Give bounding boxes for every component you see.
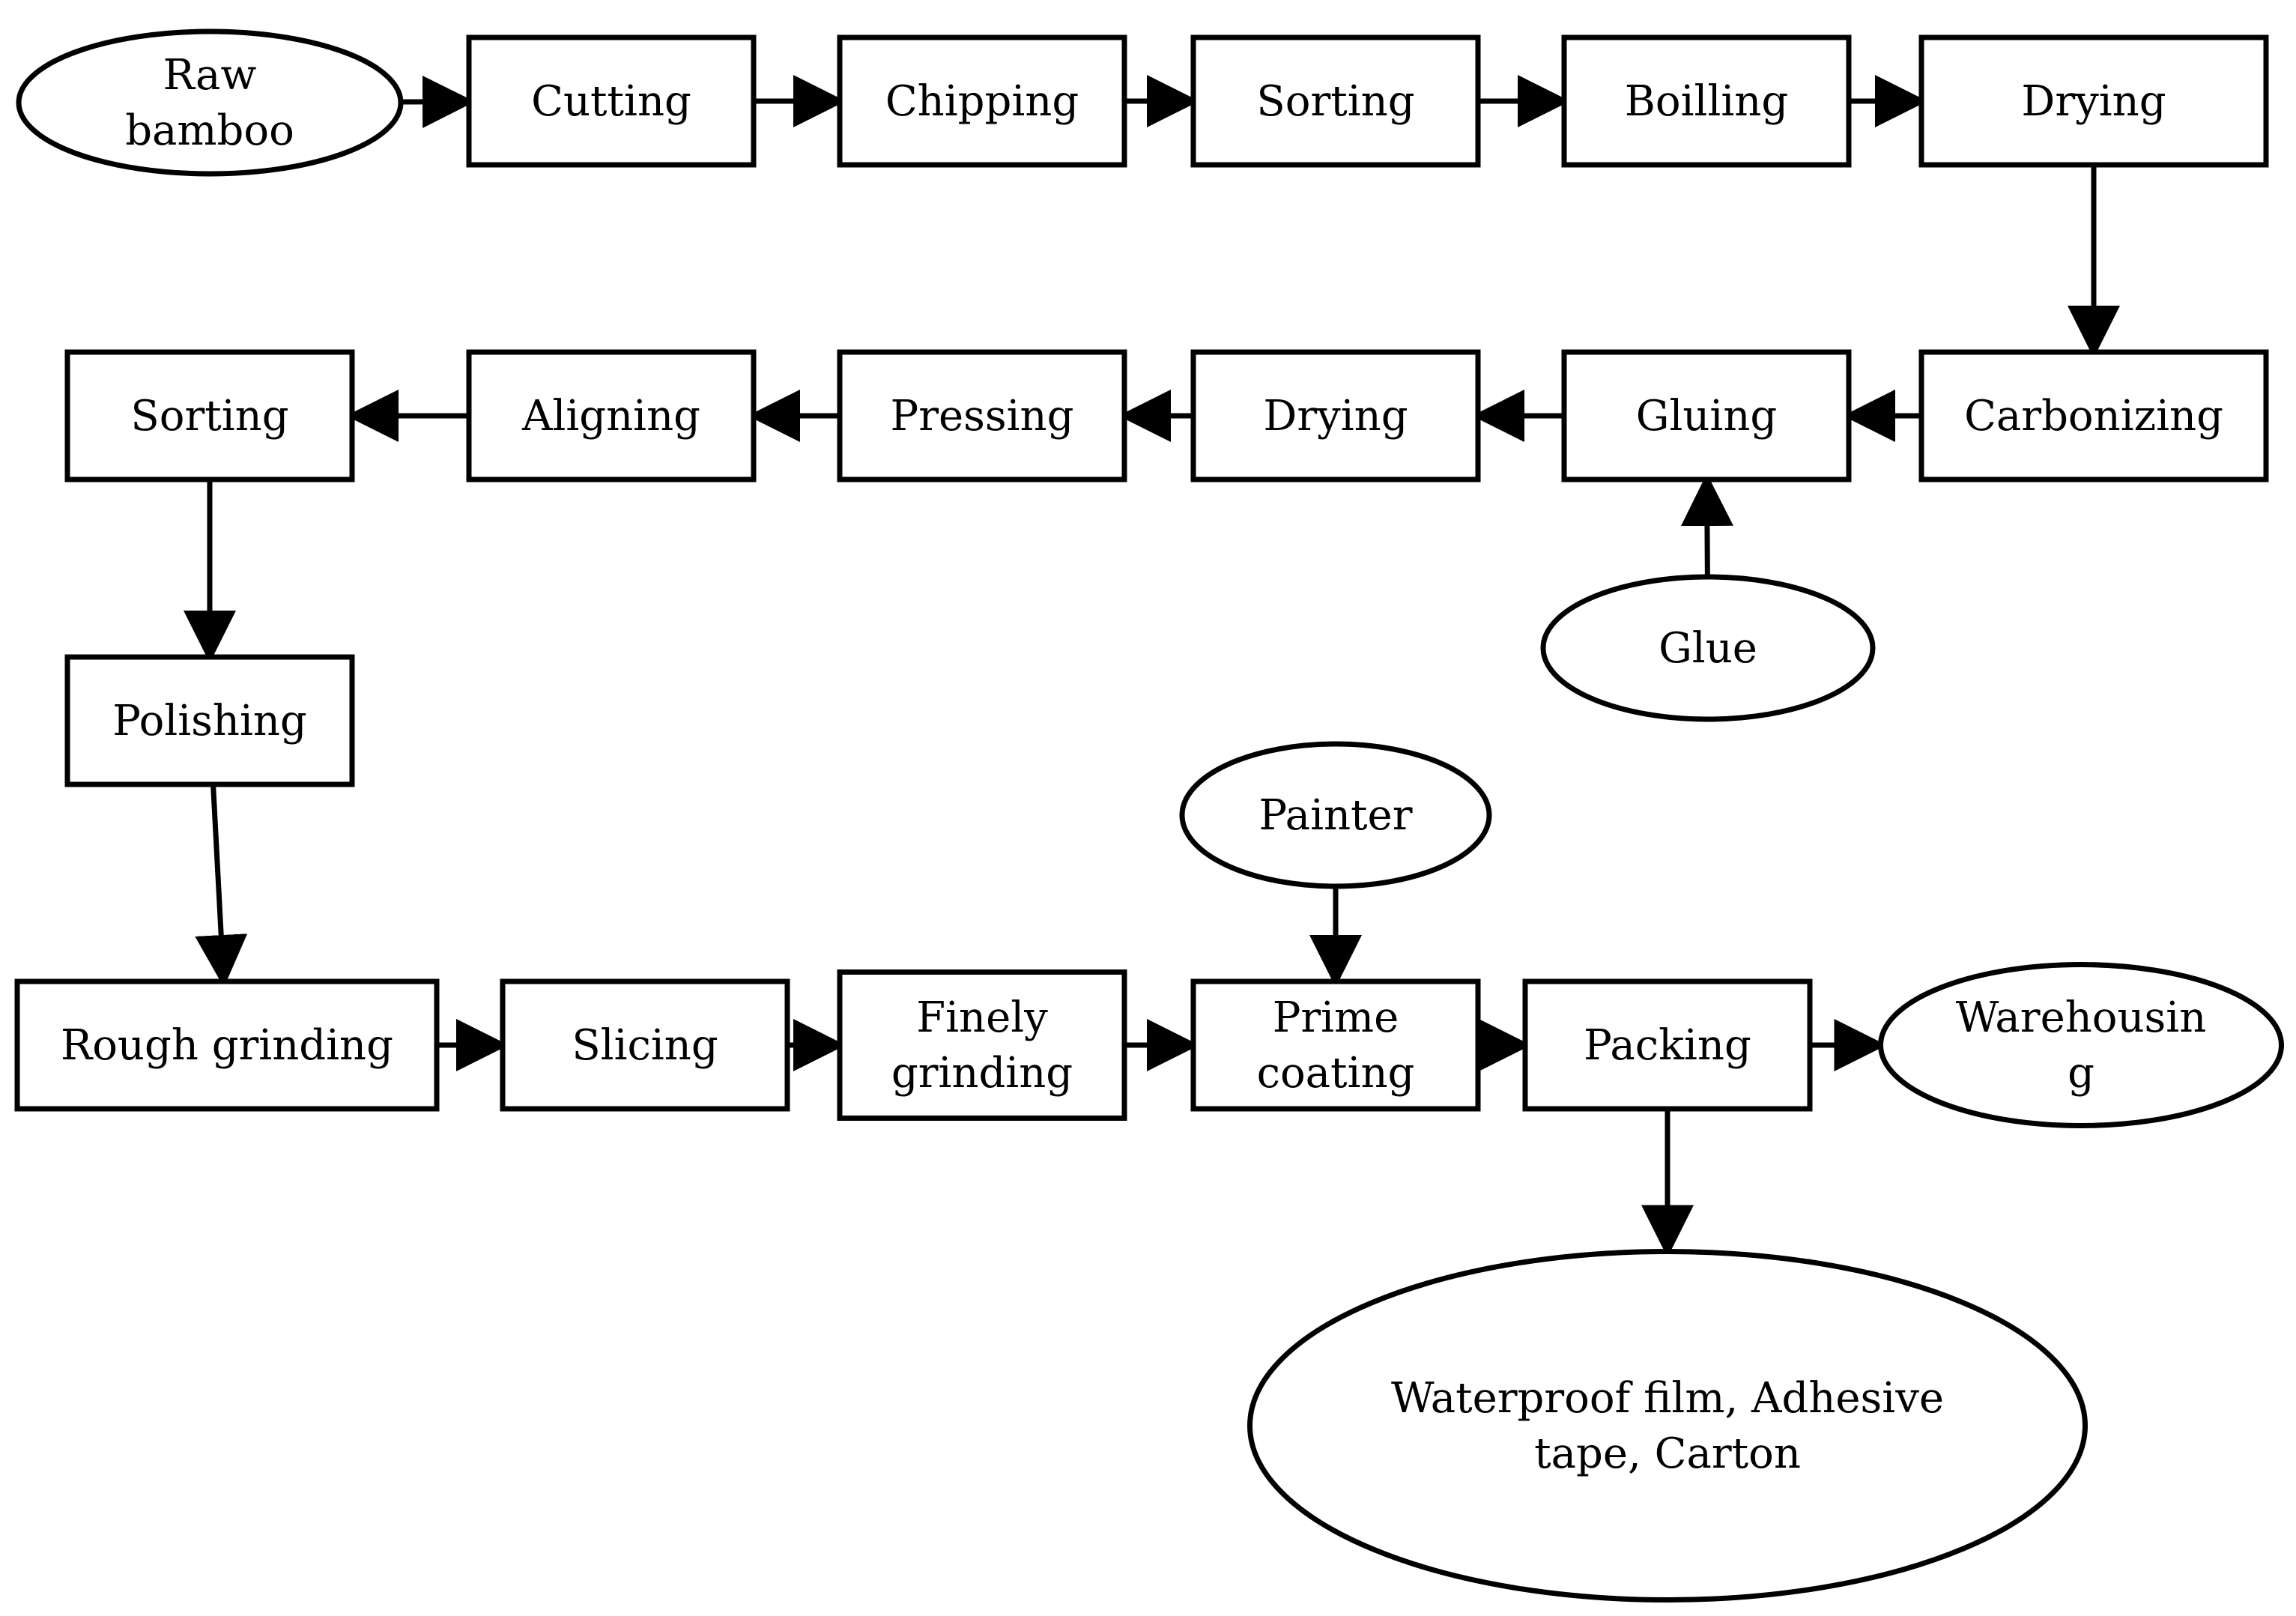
- node-label: Slicing: [572, 1021, 718, 1070]
- node-label: Packing: [1584, 1021, 1751, 1070]
- node-label: Warehousin: [1956, 993, 2207, 1042]
- node-box: [837, 969, 1127, 1121]
- node-label: Waterproof film, Adhesive: [1391, 1374, 1944, 1423]
- node-sorting-2: Sorting: [64, 349, 355, 482]
- node-label: Raw: [163, 51, 257, 100]
- node-materials: Waterproof film, Adhesive tape, Carton: [1247, 1249, 2088, 1603]
- node-slicing: Slicing: [500, 978, 790, 1112]
- node-box: [1561, 349, 1852, 482]
- node-box: [64, 349, 355, 482]
- node-prime-coating: Prime coating: [1190, 978, 1481, 1112]
- node-box: [1190, 349, 1481, 482]
- node-box: [1918, 349, 2269, 482]
- node-label: tape, Carton: [1534, 1429, 1801, 1478]
- node-aligning: Aligning: [466, 349, 757, 482]
- node-box: [1918, 34, 2269, 168]
- node-box: [466, 349, 757, 482]
- node-raw-bamboo: Raw bamboo: [16, 28, 404, 177]
- node-box: [466, 34, 757, 168]
- node-rough-grinding: Rough grinding: [14, 978, 440, 1112]
- arrow-glue-to-gluing: [1680, 473, 1733, 578]
- node-packing: Packing: [1522, 978, 1813, 1112]
- node-box: [64, 654, 355, 787]
- node-cutting: Cutting: [466, 34, 757, 168]
- node-label: Painter: [1259, 791, 1413, 840]
- node-label: grinding: [891, 1049, 1073, 1098]
- node-label: Chipping: [885, 77, 1079, 126]
- node-label: Rough grinding: [61, 1021, 393, 1070]
- node-box: [837, 34, 1127, 168]
- node-gluing: Gluing: [1561, 349, 1852, 482]
- node-painter: Painter: [1179, 741, 1492, 889]
- node-label: Carbonizing: [1964, 392, 2223, 441]
- node-label: Boilling: [1625, 77, 1788, 126]
- node-label: Prime: [1273, 993, 1399, 1042]
- node-boilling: Boilling: [1561, 34, 1852, 168]
- node-drying-1: Drying: [1918, 34, 2269, 168]
- node-warehousing: Warehousin g: [1878, 962, 2284, 1128]
- node-box: [1561, 34, 1852, 168]
- node-label: Drying: [2021, 77, 2166, 126]
- node-box: [14, 978, 440, 1112]
- node-carbonizing: Carbonizing: [1918, 349, 2269, 482]
- node-ellipse: [16, 28, 404, 177]
- node-box: [1190, 978, 1481, 1112]
- node-box: [500, 978, 790, 1112]
- node-label: Polishing: [112, 697, 307, 745]
- node-label: Cutting: [531, 77, 691, 126]
- node-label: Sorting: [130, 392, 288, 441]
- node-sorting-1: Sorting: [1190, 34, 1481, 168]
- node-label: Pressing: [891, 392, 1074, 441]
- node-box: [1522, 978, 1813, 1112]
- node-label: Drying: [1263, 392, 1408, 441]
- node-label: g: [2068, 1049, 2094, 1098]
- node-label: bamboo: [125, 106, 294, 155]
- arrow-polishing-to-rough-grinding: [195, 784, 248, 987]
- node-label: Sorting: [1256, 77, 1414, 126]
- node-ellipse: [1247, 1249, 2088, 1603]
- node-label: Gluing: [1636, 392, 1778, 441]
- node-box: [1190, 34, 1481, 168]
- node-ellipse: [1878, 962, 2284, 1128]
- node-ellipse: [1179, 741, 1492, 889]
- node-glue: Glue: [1540, 574, 1876, 722]
- node-polishing: Polishing: [64, 654, 355, 787]
- node-label: coating: [1257, 1049, 1415, 1098]
- node-finely-grinding: Finely grinding: [837, 969, 1127, 1121]
- node-box: [837, 349, 1127, 482]
- node-label: Glue: [1659, 624, 1757, 673]
- node-ellipse: [1540, 574, 1876, 722]
- node-drying-2: Drying: [1190, 349, 1481, 482]
- node-chipping: Chipping: [837, 34, 1127, 168]
- node-label: Aligning: [521, 392, 700, 441]
- node-label: Finely: [916, 993, 1048, 1042]
- node-pressing: Pressing: [837, 349, 1127, 482]
